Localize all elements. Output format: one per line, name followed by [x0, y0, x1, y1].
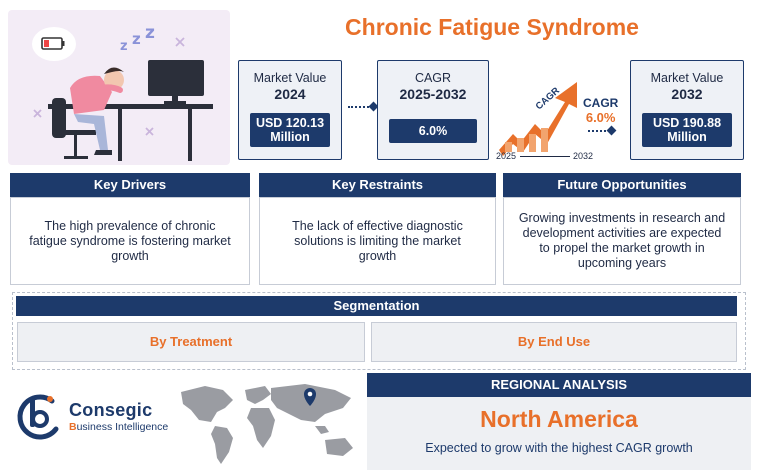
year-start: 2025 — [496, 151, 517, 161]
segmentation-heading: Segmentation — [16, 296, 737, 316]
regional-analysis-panel: North America Expected to grow with the … — [367, 397, 751, 470]
regional-analysis-heading: REGIONAL ANALYSIS — [367, 373, 751, 397]
future-opportunities-text: Growing investments in research and deve… — [503, 197, 741, 285]
world-map — [181, 384, 353, 464]
market-value-year: 2032 — [671, 86, 703, 102]
market-value-label: Market Value — [253, 71, 327, 85]
cagr-label: CAGR — [414, 71, 452, 85]
cagr-growth-icon: CAGR — [499, 82, 577, 156]
market-value-2032: USD 190.88 Million — [642, 113, 732, 147]
cagr-value: 6.0% — [389, 119, 477, 143]
logo-tagline: Business Intelligence — [69, 421, 169, 433]
market-value-2024: USD 120.13 Million — [250, 113, 330, 147]
segmentation-frame — [12, 292, 746, 370]
svg-text:z: z — [145, 23, 155, 43]
future-opportunities-heading: Future Opportunities — [503, 173, 741, 197]
cagr-side-label: CAGR 6.0% — [583, 96, 618, 125]
segment-by-end-use: By End Use — [371, 322, 737, 362]
region-name: North America — [480, 406, 638, 432]
location-pin-icon — [304, 388, 316, 406]
dotted-arrow — [588, 130, 610, 132]
cagr-side-title: CAGR — [583, 96, 619, 110]
cagr-period: 2025-2032 — [399, 86, 467, 102]
speech-bubble — [32, 27, 76, 61]
timeline-arrow — [520, 156, 570, 157]
market-value-2032-card: Market Value 2032 USD 190.88 Million — [630, 60, 744, 160]
key-restraints-text: The lack of effective diagnostic solutio… — [259, 197, 496, 285]
monitor-icon — [148, 60, 204, 96]
cagr-side-value: 6.0% — [585, 110, 616, 125]
cagr-card: CAGR 2025-2032 6.0% — [377, 60, 489, 160]
dotted-arrow — [348, 106, 372, 108]
region-description: Expected to grow with the highest CAGR g… — [425, 441, 693, 455]
consegic-logo-icon — [17, 394, 59, 440]
market-value-year: 2024 — [274, 86, 306, 102]
fatigue-illustration: z z z — [8, 10, 230, 165]
logo-name: Consegic — [69, 400, 153, 420]
svg-text:z: z — [132, 30, 141, 48]
tired-person-illustration: z z z — [32, 23, 213, 161]
market-value-label: Market Value — [650, 71, 724, 85]
key-drivers-heading: Key Drivers — [10, 173, 250, 197]
svg-text:z: z — [120, 39, 128, 54]
page-title: Chronic Fatigue Syndrome — [345, 14, 639, 40]
segment-by-treatment: By Treatment — [17, 322, 365, 362]
desk — [48, 104, 213, 109]
market-value-2024-card: Market Value 2024 USD 120.13 Million — [238, 60, 342, 160]
key-restraints-heading: Key Restraints — [259, 173, 496, 197]
year-end: 2032 — [573, 151, 594, 161]
key-drivers-text: The high prevalence of chronic fatigue s… — [10, 197, 250, 285]
